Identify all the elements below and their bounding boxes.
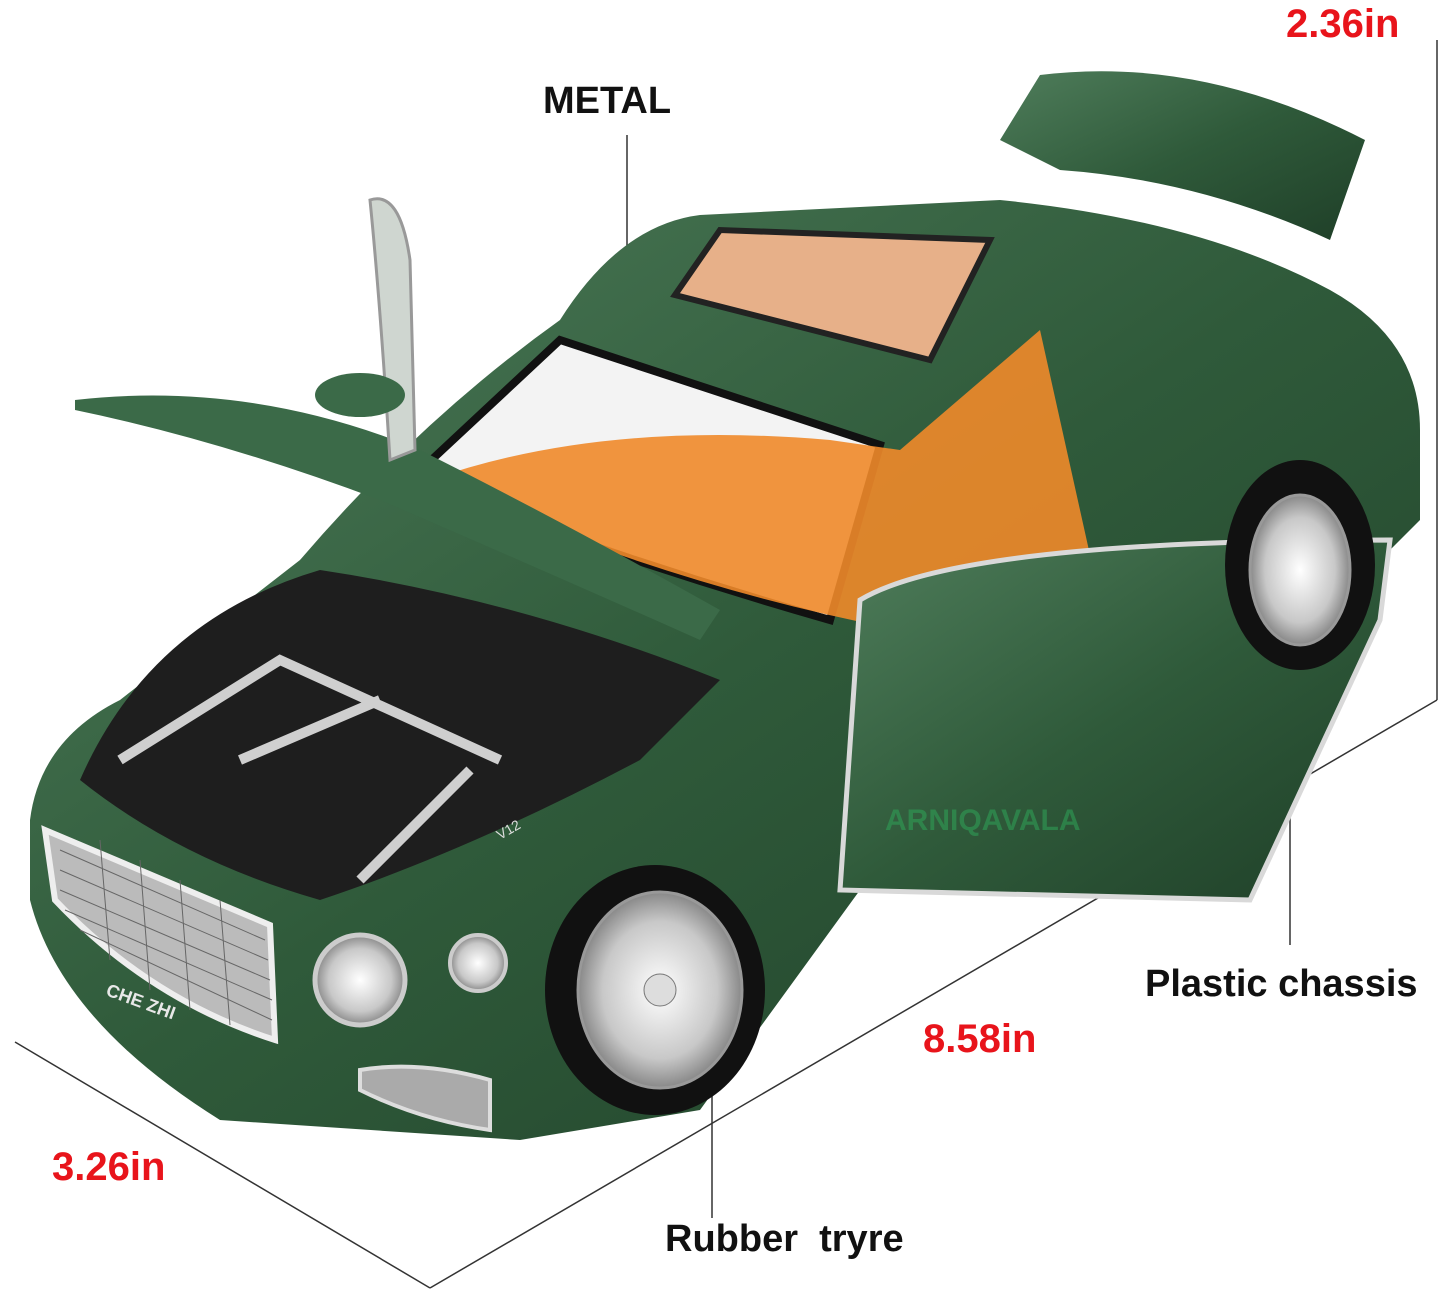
door-left [368, 197, 417, 463]
sunroof [670, 226, 995, 364]
label-metal: METAL [543, 80, 672, 122]
label-height: 2.36in [1286, 2, 1400, 46]
label-length: 8.58in [923, 1017, 1037, 1061]
trunk-lid [1000, 71, 1365, 240]
grille [41, 825, 279, 1045]
headlight-small [448, 933, 508, 993]
lower-grille [358, 1064, 492, 1133]
front-wheel [545, 865, 765, 1115]
watermark: ARNIQAVALA [885, 804, 1081, 837]
headlight [312, 932, 408, 1028]
interior [430, 330, 1100, 640]
car-body [30, 200, 1420, 1140]
label-width: 3.26in [52, 1145, 166, 1189]
label-chassis: Plastic chassis [1145, 963, 1418, 1005]
engine-bay [80, 570, 720, 900]
rear-wheel [1225, 460, 1375, 670]
label-tyre: Rubber tryre [665, 1218, 904, 1260]
side-mirror [315, 373, 405, 417]
